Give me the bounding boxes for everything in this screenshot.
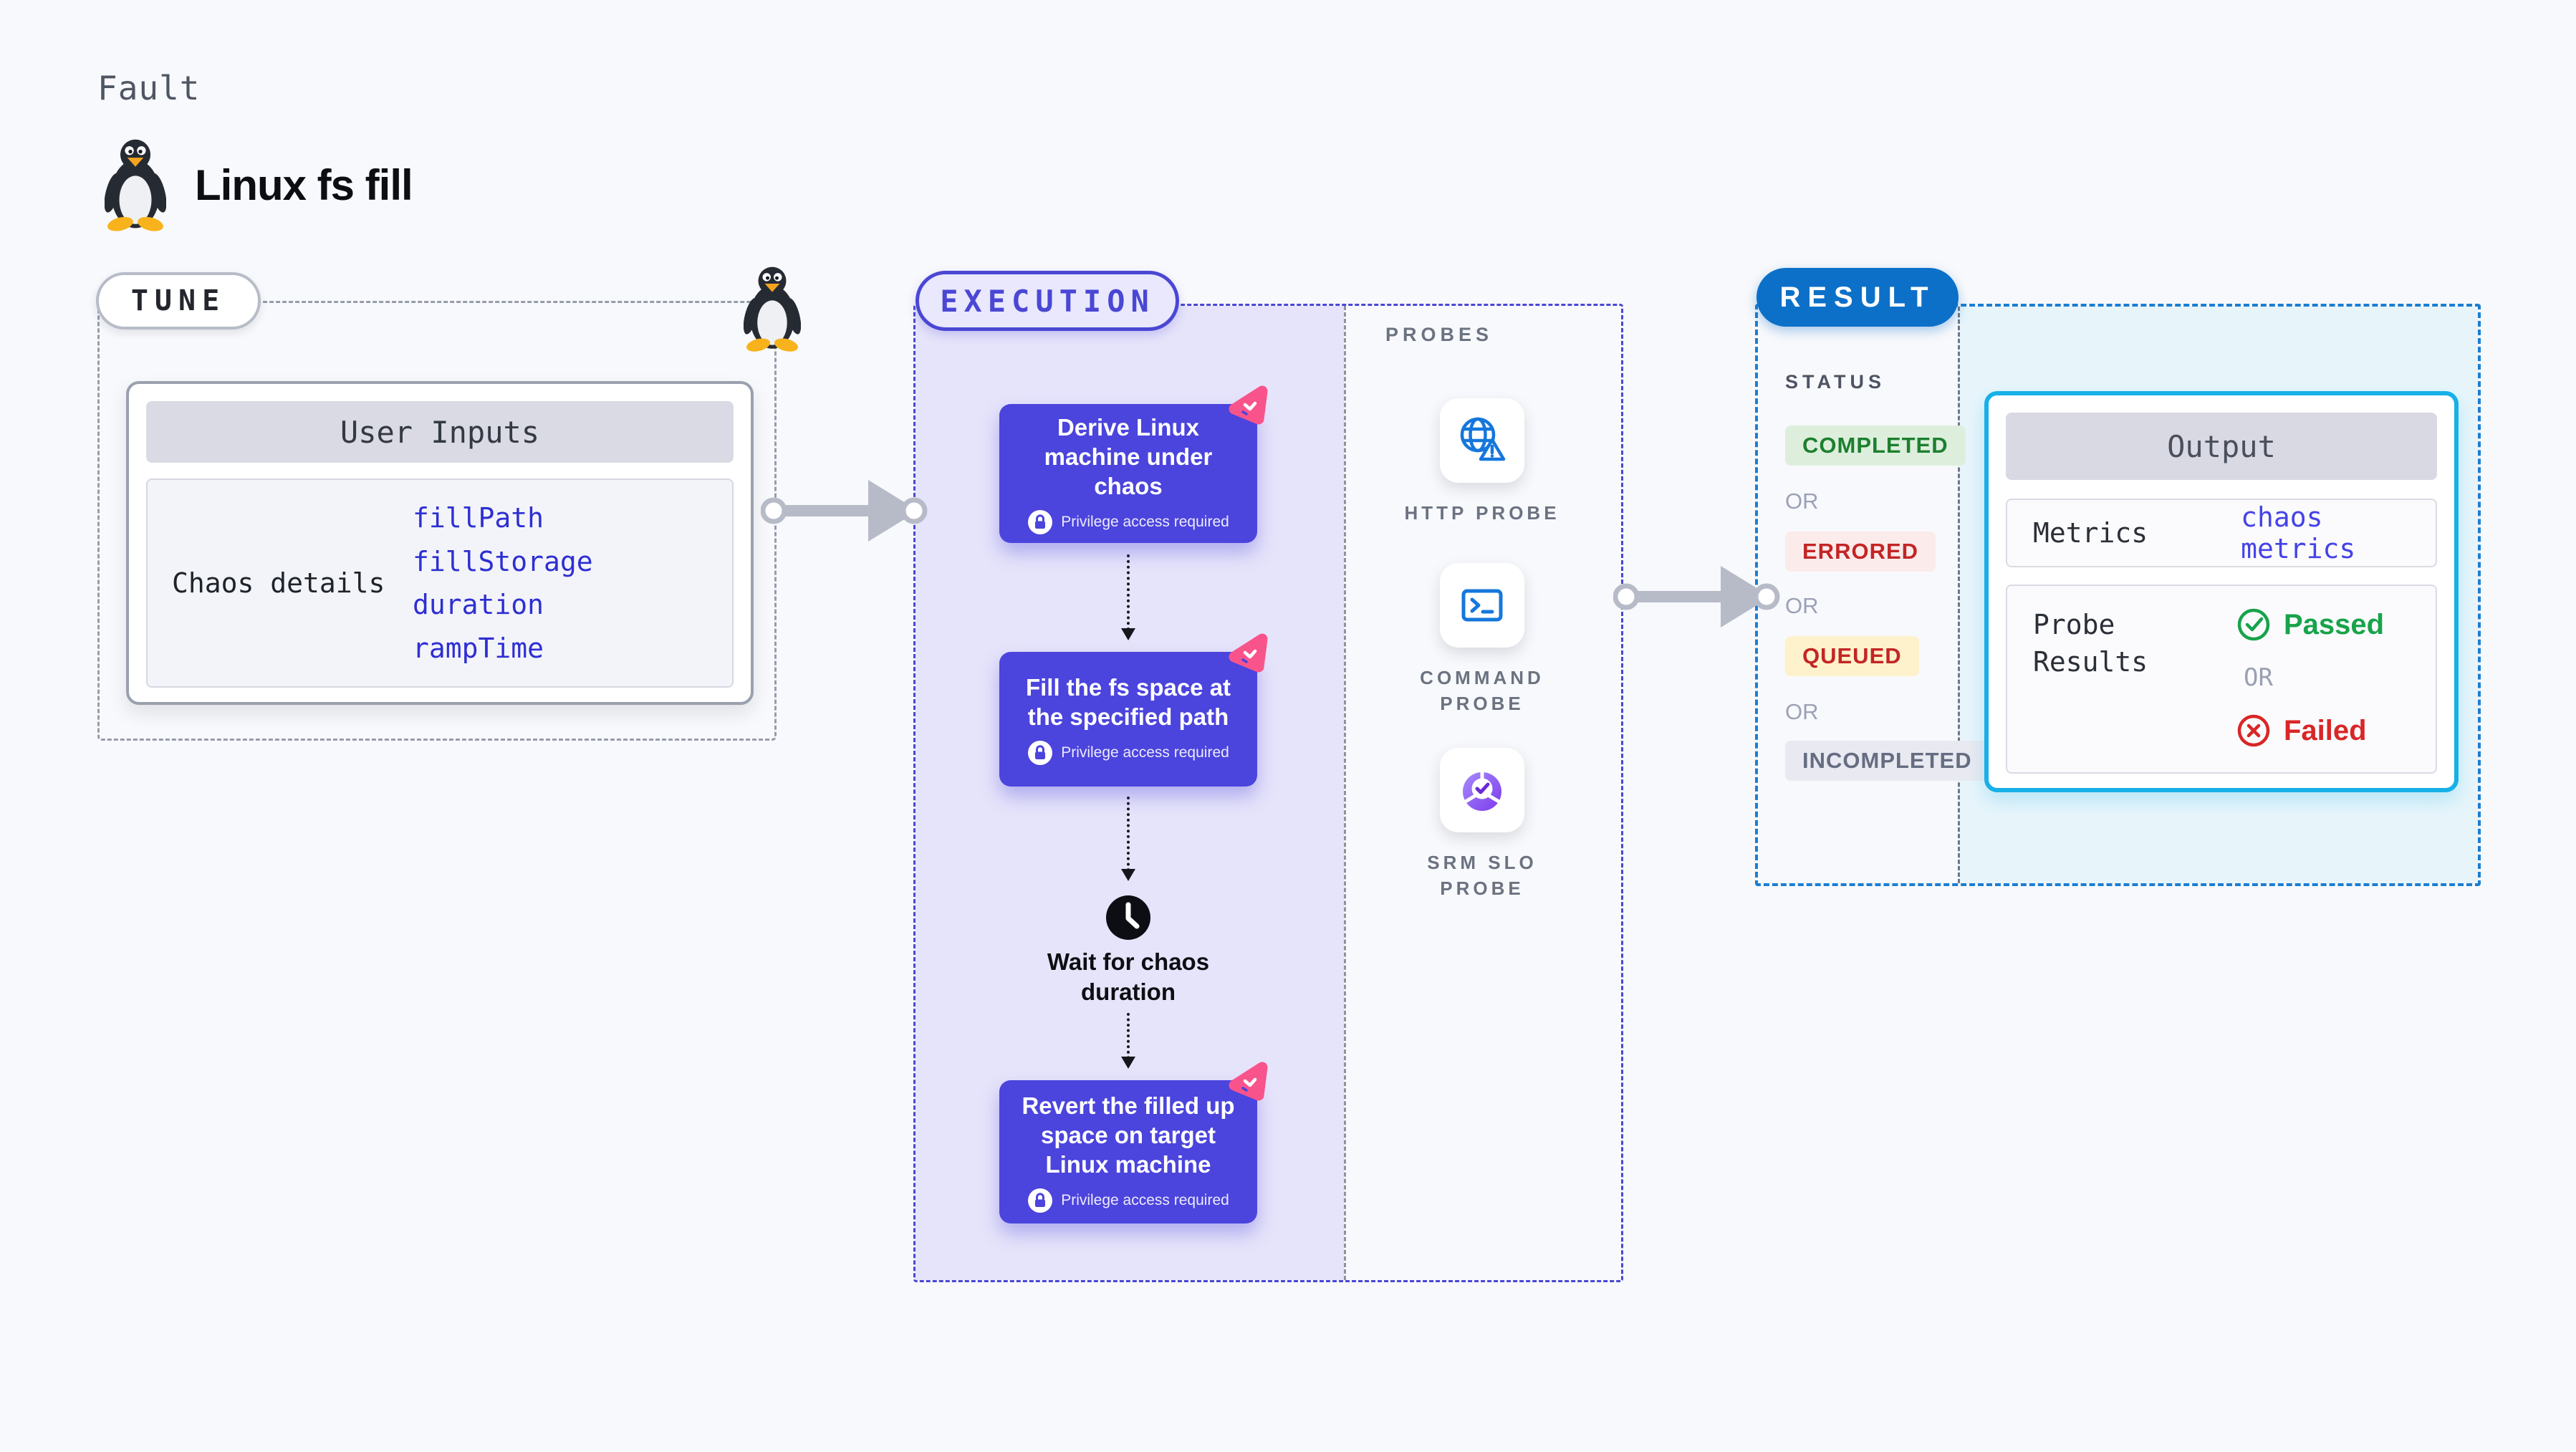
execution-step-fill: Fill the fs space at the specified path … (999, 652, 1257, 787)
status-badge-queued: QUEUED (1785, 636, 1919, 676)
command-probe-label: COMMAND PROBE (1420, 667, 1544, 714)
srm-slo-probe-card (1440, 748, 1524, 832)
passed-line: Passed (2236, 607, 2436, 642)
or-separator: OR (1785, 489, 1819, 514)
privilege-label: Privilege access required (1061, 513, 1229, 530)
chaos-scenario-icon (1226, 632, 1272, 678)
input-fillstorage: fillStorage (413, 545, 593, 577)
probe-results-row: Probe Results Passed OR Faile (2006, 585, 2437, 774)
tux-penguin-icon (744, 266, 801, 352)
execution-step-derive: Derive Linux machine under chaos Privile… (999, 404, 1257, 543)
output-title: Output (2006, 413, 2437, 480)
probe-results-label: Probe Results (2033, 609, 2148, 678)
user-inputs-card: User Inputs Chaos details fillPath fillS… (126, 381, 754, 705)
srm-slo-probe-label: SRM SLO PROBE (1427, 852, 1537, 899)
x-circle-icon (2237, 714, 2270, 747)
chaos-details-label: Chaos details (172, 567, 385, 599)
lock-icon (1028, 1188, 1053, 1213)
step-label: Fill the fs space at the specified path (1025, 674, 1231, 730)
http-probe-card (1440, 398, 1524, 483)
command-probe-card (1440, 563, 1524, 648)
privilege-badge: Privilege access required (1027, 1188, 1229, 1213)
result-badge: RESULT (1756, 268, 1959, 327)
flow-arrow-down (1121, 1013, 1135, 1069)
input-fillpath: fillPath (413, 501, 544, 534)
arrow-right-icon (1613, 552, 1781, 642)
metrics-row: Metrics chaos metrics (2006, 499, 2437, 567)
user-inputs-table: Chaos details fillPath fillStorage durat… (146, 479, 734, 688)
input-ramptime: rampTime (413, 633, 544, 665)
chaos-metrics-link[interactable]: chaos metrics (2241, 501, 2356, 564)
status-badge-completed: COMPLETED (1785, 425, 1966, 466)
flow-arrow-down (1121, 797, 1135, 881)
failed-label: Failed (2284, 714, 2367, 746)
slo-donut-icon (1463, 771, 1501, 811)
globe-alert-icon (1460, 417, 1506, 461)
page-title: Linux fs fill (195, 161, 413, 209)
metrics-label: Metrics (2033, 517, 2148, 549)
chaos-scenario-icon (1226, 384, 1272, 430)
probe-results-values: Passed OR Failed (2212, 606, 2436, 752)
probes-section-label: PROBES (1385, 324, 1494, 345)
flow-arrow-down (1121, 554, 1135, 640)
execution-step-revert: Revert the filled up space on target Lin… (999, 1080, 1257, 1223)
check-circle-icon (2237, 608, 2270, 641)
arrow-right-icon (761, 466, 928, 556)
clock-icon (1106, 895, 1150, 940)
or-separator: OR (2244, 663, 2273, 692)
lock-icon (1028, 509, 1053, 534)
privilege-badge: Privilege access required (1027, 740, 1229, 766)
privilege-badge: Privilege access required (1027, 509, 1229, 535)
tux-penguin-icon (105, 139, 166, 232)
status-section-label: STATUS (1785, 371, 1885, 393)
lock-icon (1028, 741, 1053, 765)
step-label: Derive Linux machine under chaos (1044, 413, 1213, 499)
result-divider (1958, 307, 1960, 883)
or-separator: OR (1785, 699, 1819, 724)
chaos-details-values: fillPath fillStorage duration rampTime (387, 480, 732, 686)
execution-badge: EXECUTION (915, 271, 1179, 331)
fault-eyebrow: Fault (97, 69, 201, 107)
status-badge-incompleted: INCOMPLETED (1785, 741, 1989, 781)
privilege-label: Privilege access required (1061, 1191, 1229, 1208)
terminal-icon (1461, 589, 1503, 622)
step-label: Revert the filled up space on target Lin… (1022, 1092, 1235, 1178)
chaos-scenario-icon (1226, 1060, 1272, 1106)
failed-line: Failed (2236, 713, 2436, 748)
input-duration: duration (413, 589, 544, 621)
privilege-label: Privilege access required (1061, 744, 1229, 761)
tune-badge: TUNE (96, 272, 261, 330)
user-inputs-title: User Inputs (146, 401, 734, 463)
execution-probes-divider (1344, 306, 1346, 1280)
wait-step-label: Wait for chaos duration (1047, 948, 1210, 1005)
http-probe-label: HTTP PROBE (1404, 502, 1560, 524)
output-card: Output Metrics chaos metrics Probe Resul… (1984, 391, 2459, 792)
status-badge-errored: ERRORED (1785, 532, 1936, 572)
or-separator: OR (1785, 593, 1819, 618)
passed-label: Passed (2284, 608, 2385, 640)
